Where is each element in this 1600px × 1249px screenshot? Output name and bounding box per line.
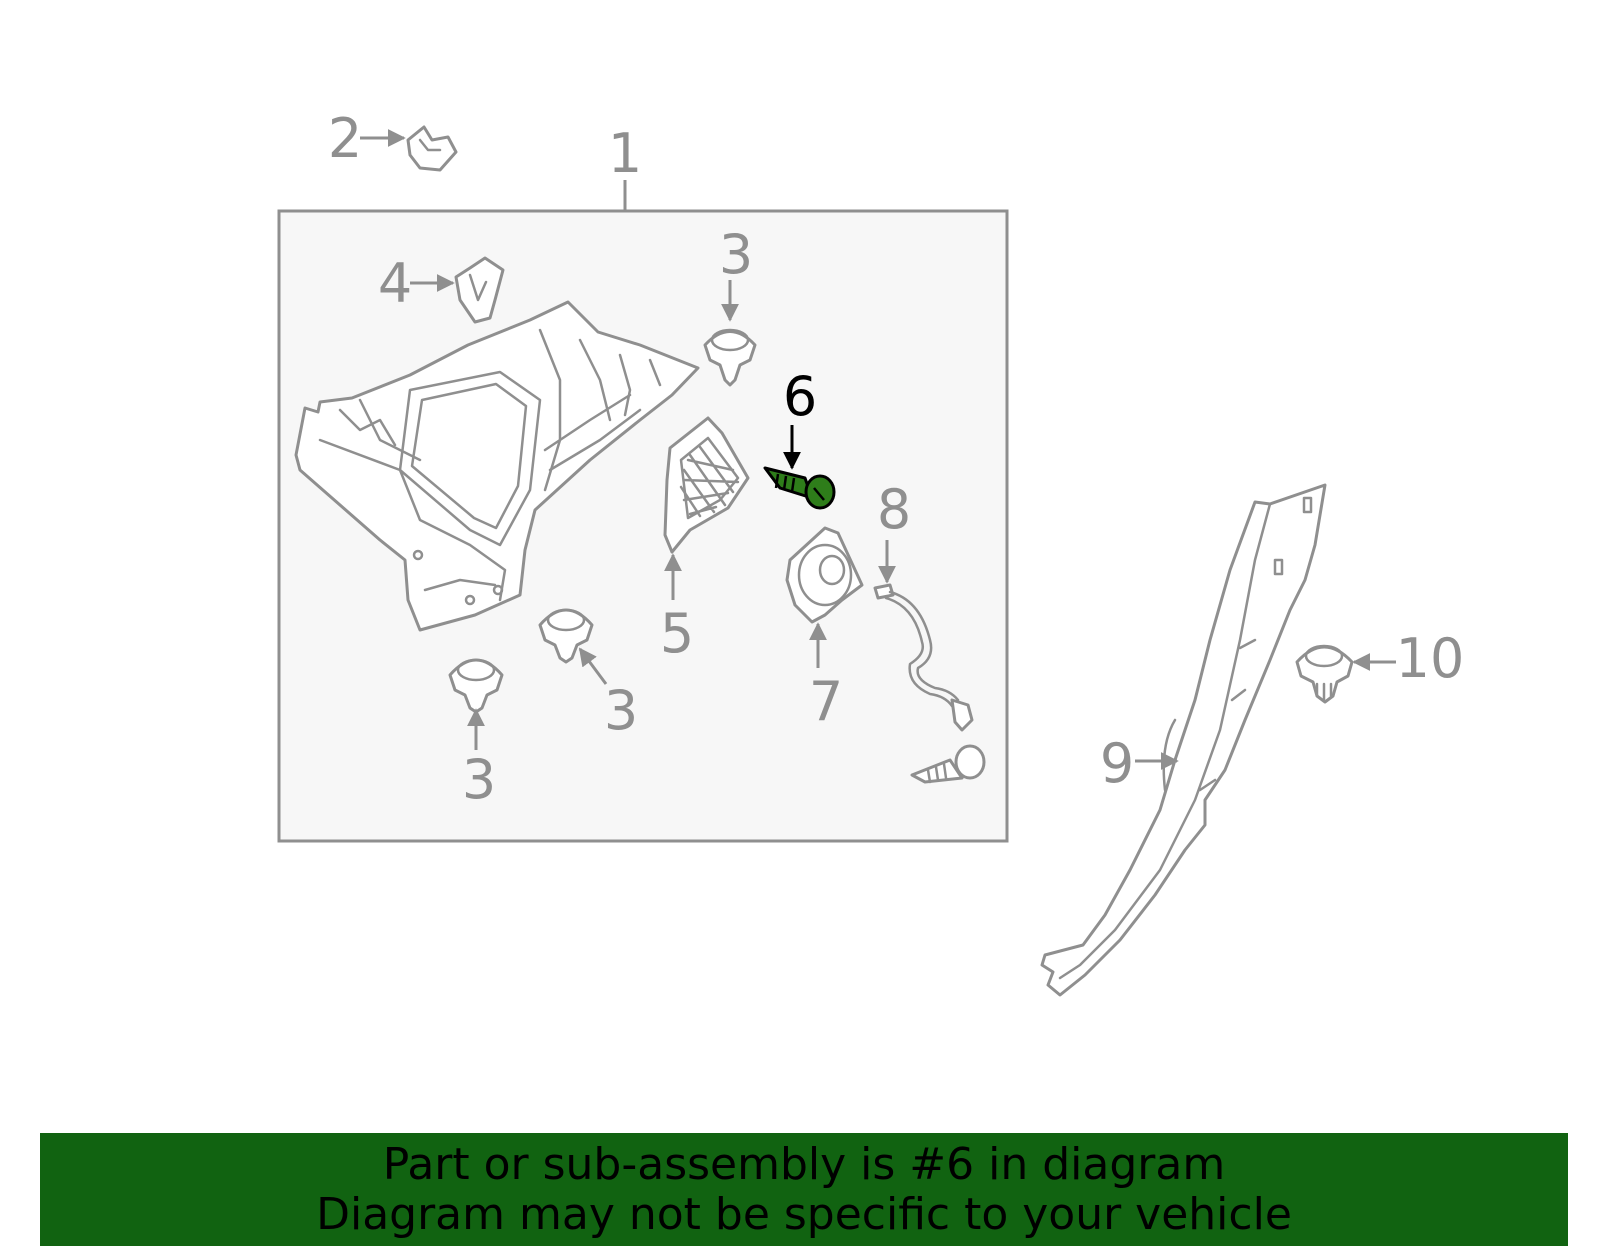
callout-2: 2 bbox=[328, 107, 362, 170]
callout-5: 5 bbox=[660, 602, 694, 665]
speaker-part-7 bbox=[785, 526, 864, 624]
callout-9: 9 bbox=[1100, 732, 1134, 795]
callout-7: 7 bbox=[809, 670, 843, 733]
callout-8: 8 bbox=[877, 478, 911, 541]
callout-1: 1 bbox=[608, 122, 642, 185]
clip-part-2 bbox=[406, 125, 458, 172]
callout-4: 4 bbox=[378, 252, 412, 315]
clip-part-3-middle bbox=[538, 608, 594, 664]
clip-part-10 bbox=[1295, 644, 1354, 704]
banner-line-part: Part or sub-assembly is #6 in diagram bbox=[382, 1138, 1226, 1190]
callout-3-bottom: 3 bbox=[462, 748, 496, 811]
banner-line-disclaimer: Diagram may not be specific to your vehi… bbox=[316, 1188, 1292, 1240]
parts-diagram: 1 2 3 3 3 4 5 6 7 8 9 10 bbox=[277, 107, 1465, 997]
pillar-trim-part-9 bbox=[1040, 483, 1327, 997]
callout-10: 10 bbox=[1396, 627, 1465, 690]
callout-6: 6 bbox=[783, 365, 817, 428]
screw-extra bbox=[910, 744, 986, 784]
callout-3-middle: 3 bbox=[604, 679, 638, 742]
callout-3-top: 3 bbox=[719, 223, 753, 286]
clip-part-3-top bbox=[703, 328, 757, 387]
quarter-trim-panel bbox=[294, 300, 700, 632]
grille-part-5 bbox=[663, 416, 750, 554]
harness-part-8 bbox=[873, 583, 974, 732]
bracket-part-4 bbox=[454, 256, 505, 324]
info-banner: Part or sub-assembly is #6 in diagram Di… bbox=[40, 1133, 1568, 1246]
screw-part-6 bbox=[763, 466, 836, 510]
